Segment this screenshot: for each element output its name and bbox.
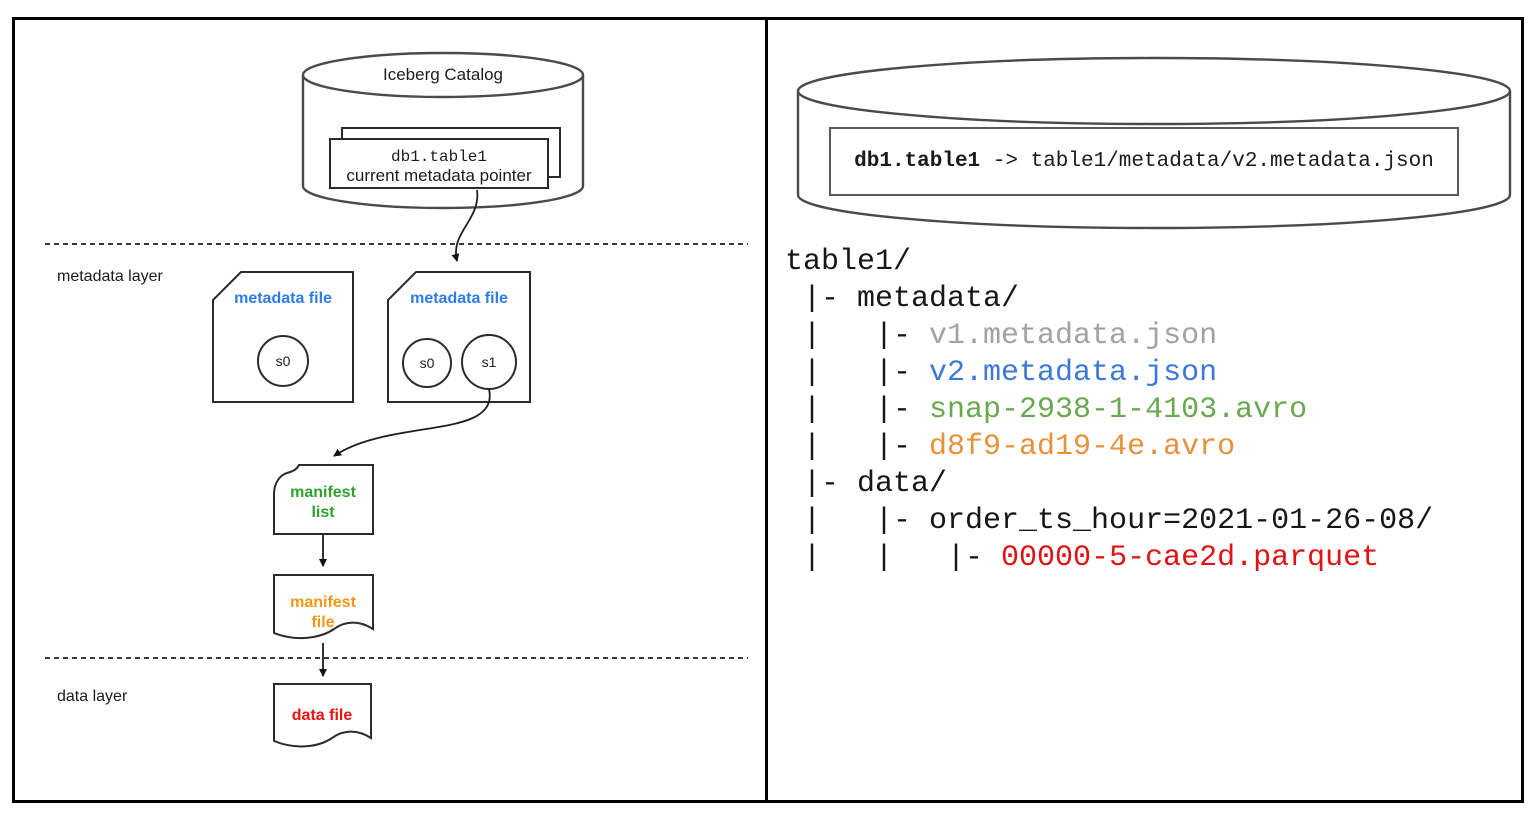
tree-line-v1-metadata: | |- v1.metadata.json xyxy=(785,319,1218,353)
file-tree: table1/ |- metadata/ | |- v1.metadata.js… xyxy=(785,244,1433,577)
tree-line-data-dir: |- data/ xyxy=(785,467,948,501)
arrow-s1-to-manifest-list xyxy=(333,388,491,457)
tree-line-snap-avro: | |- snap-2938-1-4103.avro xyxy=(785,393,1308,427)
arrow-catalog-to-metadata-file xyxy=(451,189,479,262)
data-layer-label: data layer xyxy=(57,688,128,705)
catalog-entry-box xyxy=(829,127,1459,196)
data-file-label: data file xyxy=(292,707,353,724)
manifest-list-shape xyxy=(273,464,374,535)
figure-frame: Iceberg Catalog db1.table1 current metad… xyxy=(12,17,1524,803)
catalog-cylinder-top xyxy=(301,51,585,99)
pointer-card-front xyxy=(329,138,549,189)
snapshot-s0-left-label: s0 xyxy=(276,353,291,369)
tree-line-manifest-avro: | |- d8f9-ad19-4e.avro xyxy=(785,430,1236,464)
tree-line-parquet-file: | | |- 00000-5-cae2d.parquet xyxy=(785,541,1380,575)
tree-entry: d8f9-ad19-4e.avro xyxy=(929,430,1236,464)
tree-line-partition-dir: | |- order_ts_hour=2021-01-26-08/ xyxy=(785,504,1434,538)
snapshot-s0-left-circle xyxy=(257,335,309,387)
catalog-title: Iceberg Catalog xyxy=(383,65,503,84)
architecture-diagram-panel: Iceberg Catalog db1.table1 current metad… xyxy=(15,20,768,800)
tree-line-v2-metadata: | |- v2.metadata.json xyxy=(785,356,1218,390)
manifest-file-shape xyxy=(273,574,374,639)
tree-entry: snap-2938-1-4103.avro xyxy=(929,393,1308,427)
tree-line-metadata-dir: |- metadata/ xyxy=(785,282,1020,316)
metadata-file-right-label: metadata file xyxy=(410,290,508,307)
tree-entry: order_ts_hour=2021-01-26-08/ xyxy=(929,504,1434,538)
tree-entry: 00000-5-cae2d.parquet xyxy=(1001,541,1380,575)
store-cylinder-top xyxy=(796,56,1512,126)
file-layout-panel: db1.table1 -> table1/metadata/v2.metadat… xyxy=(768,20,1521,800)
tree-entry: data/ xyxy=(857,467,948,501)
data-file-shape xyxy=(273,683,372,748)
snapshot-s1-label: s1 xyxy=(482,354,497,370)
tree-entry: table1/ xyxy=(785,245,912,279)
snapshot-s0-right-circle xyxy=(402,338,452,388)
manifest-list-label-line1: manifest xyxy=(290,484,356,501)
metadata-layer-label: metadata layer xyxy=(57,268,164,285)
catalog-entry-arrow: -> xyxy=(980,150,1031,173)
manifest-file-label-line1: manifest xyxy=(290,594,356,611)
metadata-file-left-label: metadata file xyxy=(234,290,332,307)
tree-entry: v1.metadata.json xyxy=(929,319,1218,353)
tree-entry: metadata/ xyxy=(857,282,1020,316)
catalog-entry-table: db1.table1 xyxy=(854,150,981,173)
pointer-card-caption: current metadata pointer xyxy=(346,166,532,185)
catalog-entry-path: table1/metadata/v2.metadata.json xyxy=(1030,150,1434,173)
tree-line-table1: table1/ xyxy=(785,244,1433,281)
catalog-entry-text: db1.table1 -> table1/metadata/v2.metadat… xyxy=(830,128,1458,195)
manifest-list-label-line2: list xyxy=(311,504,335,521)
manifest-file-label-line2: file xyxy=(311,614,334,631)
snapshot-s0-right-label: s0 xyxy=(420,355,435,371)
pointer-card-table: db1.table1 xyxy=(391,148,487,166)
catalog-store-cylinder xyxy=(796,56,1512,230)
architecture-diagram: Iceberg Catalog db1.table1 current metad… xyxy=(45,51,748,748)
tree-entry: v2.metadata.json xyxy=(929,356,1218,390)
